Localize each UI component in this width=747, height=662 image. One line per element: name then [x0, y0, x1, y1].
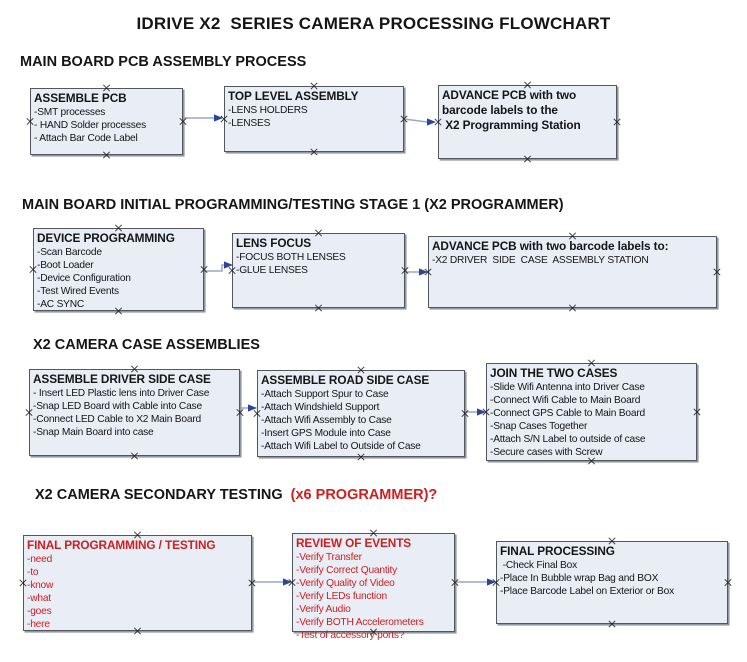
box-line: -Verify Quality of Video [296, 578, 395, 589]
section-3-heading: X2 CAMERA CASE ASSEMBLIES [33, 337, 260, 353]
flow-box-advance-pcb-programming-station[interactable]: ADVANCE PCB with two barcode labels to t… [438, 85, 617, 159]
box-line: - HAND Solder processes [34, 120, 147, 131]
box-line: -goes [27, 606, 52, 617]
box-title: ASSEMBLE ROAD SIDE CASE [261, 373, 430, 387]
box-line: -X2 DRIVER SIDE CASE ASSEMBLY STATION [432, 255, 649, 266]
box-title: LENS FOCUS [236, 236, 312, 250]
box-title: TOP LEVEL ASSEMBLY [228, 89, 359, 103]
box-line: -Verify Correct Quantity [296, 565, 398, 576]
box-title: ADVANCE PCB with two barcode labels to: [432, 239, 669, 253]
section-4-heading: X2 CAMERA SECONDARY TESTING (x6 PROGRAMM… [35, 487, 437, 503]
flow-box-final-programming-testing[interactable]: FINAL PROGRAMMING / TESTING -need -to -kno… [23, 535, 252, 631]
flow-box-top-level-assembly[interactable]: TOP LEVEL ASSEMBLY -LENS HOLDERS -LENSES [224, 86, 404, 152]
box-lines: -need -to -know -what -goes -here [27, 553, 250, 631]
box-title: REVIEW OF EVENTS [296, 536, 412, 550]
box-line: -LENS HOLDERS [228, 105, 308, 116]
box-lines: - Insert LED Plastic lens into Driver Ca… [33, 387, 238, 439]
flow-box-review-of-events[interactable]: REVIEW OF EVENTS -Verify Transfer-Verify… [292, 533, 455, 641]
box-title: FINAL PROCESSING [500, 544, 615, 558]
box-line: -Attach Windshield Support [261, 402, 380, 413]
box-line: - Attach Bar Code Label [34, 133, 138, 144]
flow-box-advance-pcb-driver-side[interactable]: ADVANCE PCB with two barcode labels to: … [428, 236, 717, 308]
box-line: -Connect GPS Cable to Main Board [490, 408, 645, 419]
box-line: -Attach S/N Label to outside of case [490, 434, 646, 445]
box-line: -Attach Wifi Assembly to Case [261, 415, 392, 426]
box-line: -know [27, 580, 54, 591]
box-line: -AC SYNC [37, 299, 85, 310]
box-line: -Insert GPS Module into Case [261, 428, 391, 439]
flow-box-join-the-two-cases[interactable]: JOIN THE TWO CASES -Slide Wifi Antenna i… [486, 363, 697, 461]
section-4-heading-red: (x6 PROGRAMMER)? [286, 487, 438, 503]
box-line: -Snap LED Board with Cable into Case [33, 401, 202, 412]
box-line: -Test Wired Events [37, 286, 119, 297]
box-line: -Place Barcode Label on Exterior or Box [500, 586, 674, 597]
box-line: -Boot Loader [37, 260, 94, 271]
box-lines: -Slide Wifi Antenna into Driver Case -Con… [490, 381, 695, 459]
box-line: -Test of accessory ports? [296, 630, 405, 641]
section-4-heading-black: X2 CAMERA SECONDARY TESTING [35, 487, 287, 503]
box-line: -Attach Wifi Label to Outside of Case [261, 441, 421, 452]
box-title: ASSEMBLE DRIVER SIDE CASE [33, 372, 211, 386]
box-line: -FOCUS BOTH LENSES [236, 252, 346, 263]
box-line: -here [27, 619, 50, 630]
box-line: -Connect Wifi Cable to Main Board [490, 395, 641, 406]
box-line: - Insert LED Plastic lens into Driver Ca… [33, 388, 210, 399]
flow-box-device-programming[interactable]: DEVICE PROGRAMMING -Scan Barcode -Boot Lo… [33, 228, 204, 311]
box-lines: -Attach Support Spur to Case -Attach Wind… [261, 388, 463, 453]
box-title: DEVICE PROGRAMMING [37, 231, 175, 245]
box-line: -to [27, 567, 39, 578]
box-line: -need [27, 554, 53, 565]
box-lines: -Scan Barcode -Boot Loader -Device Configu… [37, 246, 202, 311]
box-line: -Secure cases with Screw [490, 447, 603, 458]
box-title: FINAL PROGRAMMING / TESTING [27, 538, 216, 552]
box-line: -Device Configuration [37, 273, 131, 284]
box-line: -Connect LED Cable to X2 Main Board [33, 414, 201, 425]
box-lines: -Check Final Box -Place In Bubble wrap Ba… [500, 559, 726, 598]
box-lines: -LENS HOLDERS -LENSES [228, 104, 402, 130]
flow-box-assemble-driver-side-case[interactable]: ASSEMBLE DRIVER SIDE CASE - Insert LED P… [29, 369, 240, 456]
box-line: -Scan Barcode [37, 247, 102, 258]
box-line: -Verify BOTH Accelerometers [296, 617, 424, 628]
box-lines: -Verify Transfer -Verify Correct Quantity… [296, 551, 453, 642]
flow-box-assemble-pcb[interactable]: ASSEMBLE PCB -SMT processes - HAND Solder… [30, 88, 183, 155]
box-line: -LENSES [228, 118, 271, 129]
box-line: -SMT processes [34, 107, 106, 118]
box-line: -GLUE LENSES [236, 265, 308, 276]
box-lines: -X2 DRIVER SIDE CASE ASSEMBLY STATION [432, 254, 715, 267]
chart-title: IDRIVE X2 SERIES CAMERA PROCESSING FLOWC… [136, 14, 611, 33]
box-line: -Verify Audio [296, 604, 351, 615]
box-line: -Snap Main Board into case [33, 427, 154, 438]
box-line: -Slide Wifi Antenna into Driver Case [490, 382, 645, 393]
box-title: JOIN THE TWO CASES [490, 366, 618, 380]
box-line: -Place In Bubble wrap Bag and BOX [500, 573, 659, 584]
section-2-heading: MAIN BOARD INITIAL PROGRAMMING/TESTING S… [22, 197, 564, 213]
box-line: -Check Final Box [500, 560, 578, 571]
flow-box-final-processing[interactable]: FINAL PROCESSING -Check Final Box -Place … [496, 541, 728, 624]
box-lines: -SMT processes - HAND Solder processes - A… [34, 106, 181, 145]
flow-box-lens-focus[interactable]: LENS FOCUS -FOCUS BOTH LENSES -GLUE LENSE… [232, 233, 405, 308]
box-title: ASSEMBLE PCB [34, 91, 127, 105]
box-line: -what [27, 593, 51, 604]
box-line: -Snap Cases Together [490, 421, 588, 432]
box-title: ADVANCE PCB with two barcode labels to t… [442, 88, 581, 132]
box-line: -Verify LEDs function [296, 591, 387, 602]
section-1-heading: MAIN BOARD PCB ASSEMBLY PROCESS [20, 54, 307, 70]
box-lines: -FOCUS BOTH LENSES -GLUE LENSES [236, 251, 403, 277]
flow-box-assemble-road-side-case[interactable]: ASSEMBLE ROAD SIDE CASE -Attach Support … [257, 370, 465, 457]
box-line: -Attach Support Spur to Case [261, 389, 389, 400]
box-line: -Verify Transfer [296, 552, 362, 563]
